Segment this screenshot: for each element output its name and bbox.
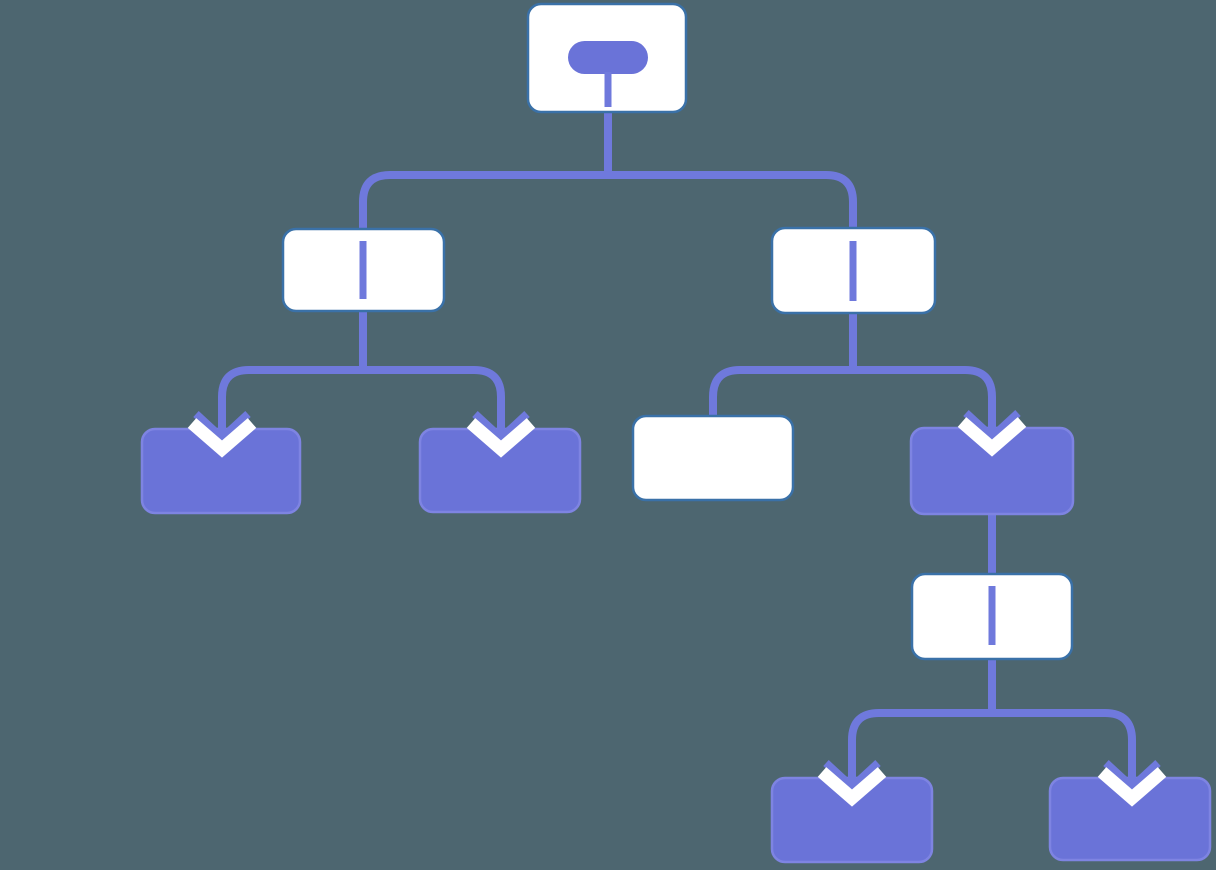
connector-branch-right-to-placeholder: [709, 366, 853, 420]
connector-branch-bottom-to-leaf-4: [992, 709, 1136, 768]
placeholder-node[interactable]: [631, 414, 795, 502]
connector-branch-right-to-subtopic: [853, 366, 996, 418]
connector-root-to-branch-left: [359, 171, 608, 232]
root-topic-pill-icon: [568, 41, 648, 74]
connector-branch-left-to-leaf-1: [218, 366, 363, 419]
connectors-layer: [218, 105, 1136, 768]
connector-root-to-branch-right: [608, 171, 857, 232]
connector-branch-left-to-leaf-2: [363, 366, 505, 419]
nodes-layer: [140, 2, 1212, 864]
connector-branch-bottom-to-leaf-3: [848, 709, 992, 768]
